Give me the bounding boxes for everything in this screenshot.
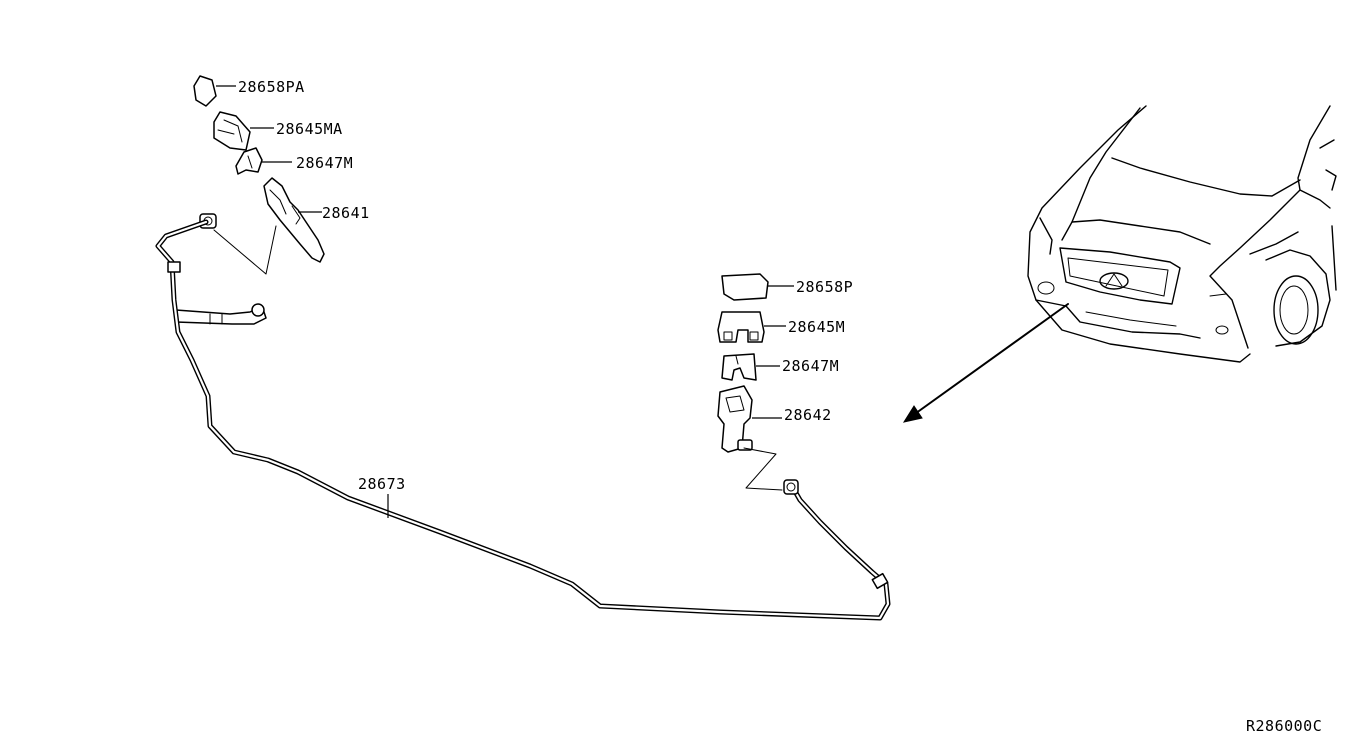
label-nozzle-assy-left: 28641 [322, 204, 370, 222]
label-nozzle-cap-b: 28658P [796, 278, 853, 296]
nozzle-assy-right [717, 385, 782, 453]
label-hose: 28673 [358, 475, 406, 493]
label-clip-a: 28647M [296, 154, 353, 172]
vehicle-front-illustration [1027, 105, 1337, 363]
connection-guide-left [213, 225, 277, 275]
diagram-code: R286000C [1246, 717, 1322, 735]
location-arrow [902, 303, 1069, 423]
connection-guide-right [743, 447, 783, 491]
hose-main [155, 219, 891, 621]
nozzle-cap-b [721, 273, 794, 301]
clip-b [721, 353, 780, 381]
hose-branch-fitting [175, 303, 267, 325]
label-clip-b: 28647M [782, 357, 839, 375]
label-bracket-b: 28645M [788, 318, 845, 336]
label-nozzle-assy-right: 28642 [784, 406, 832, 424]
label-nozzle-cap-a: 28658PA [238, 78, 305, 96]
bracket-a [213, 111, 274, 151]
clip-a [235, 147, 292, 175]
label-bracket-a: 28645MA [276, 120, 343, 138]
nozzle-cap-a [193, 75, 236, 107]
bracket-b [717, 311, 786, 343]
hose-connector-right [783, 479, 799, 495]
nozzle-assy-left [263, 177, 325, 263]
